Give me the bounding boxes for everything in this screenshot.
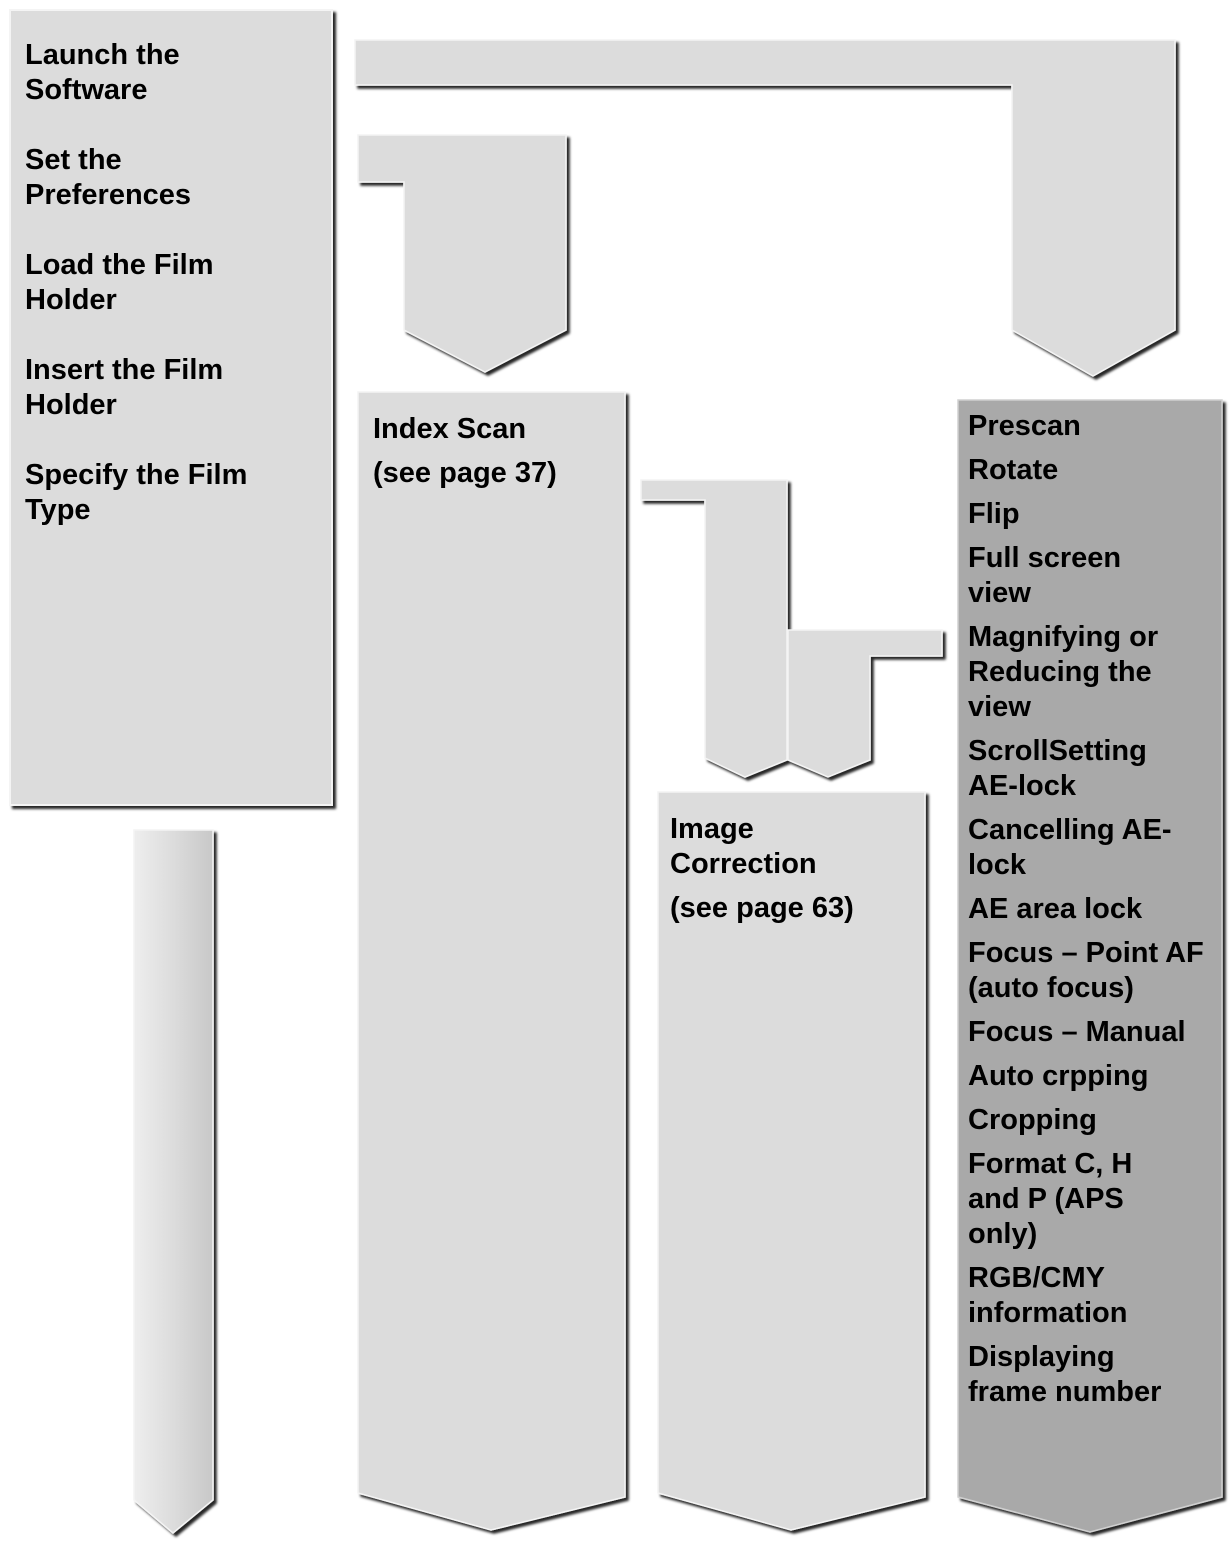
correction-connector-arrow-right xyxy=(787,629,943,778)
prescan-column xyxy=(957,399,1223,1533)
steps-box xyxy=(9,9,333,806)
feature-item: Focus – Point AF (auto focus) xyxy=(968,937,1204,1004)
feature-item: Displaying frame number xyxy=(968,1341,1162,1408)
feature-item: Full screen view xyxy=(968,542,1122,609)
feature-item: Focus – Manual xyxy=(968,1016,1186,1048)
step-launch-software: Launch the Software xyxy=(25,39,180,106)
feature-item: Rotate xyxy=(968,454,1059,486)
index-scan-page-ref: (see page 37) xyxy=(373,457,557,489)
feature-item: AE area lock xyxy=(968,893,1143,925)
feature-item: RGB/CMY information xyxy=(968,1262,1128,1329)
feature-item: Magnifying or Reducing the view xyxy=(968,621,1159,723)
feature-item: Prescan xyxy=(968,410,1081,442)
image-correction-page-ref: (see page 63) xyxy=(670,892,854,924)
feature-item: ScrollSetting AE-lock xyxy=(968,735,1147,802)
image-correction-title: Image Correction xyxy=(670,813,817,880)
feature-item: Format C, H and P (APS only) xyxy=(968,1148,1133,1250)
step-insert-film-holder: Insert the Film Holder xyxy=(25,354,224,421)
index-scan-title: Index Scan xyxy=(373,413,527,445)
feature-item: Cropping xyxy=(968,1104,1097,1136)
step-set-preferences: Set the Preferences xyxy=(25,144,192,211)
prescan-feature-list: Prescan Rotate Flip Full screen view Mag… xyxy=(968,409,1218,1419)
index-scan-column xyxy=(357,391,626,1531)
image-correction-column xyxy=(657,791,926,1531)
image-correction-label: Image Correction (see page 63) xyxy=(670,812,900,926)
step-specify-film-type: Specify the Film Type xyxy=(25,459,248,526)
steps-down-arrow xyxy=(133,829,214,1534)
correction-connector-arrow-left xyxy=(640,479,788,778)
feature-item: Auto crpping xyxy=(968,1060,1149,1092)
feature-item: Flip xyxy=(968,498,1020,530)
step-load-film-holder: Load the Film Holder xyxy=(25,249,214,316)
index-scan-label: Index Scan (see page 37) xyxy=(373,412,613,491)
index-connector-arrow xyxy=(357,134,567,373)
feature-item: Cancelling AE-lock xyxy=(968,814,1172,881)
top-connector-arrow xyxy=(354,39,1176,377)
steps-list: Launch the Software Set the Preferences … xyxy=(25,38,325,563)
